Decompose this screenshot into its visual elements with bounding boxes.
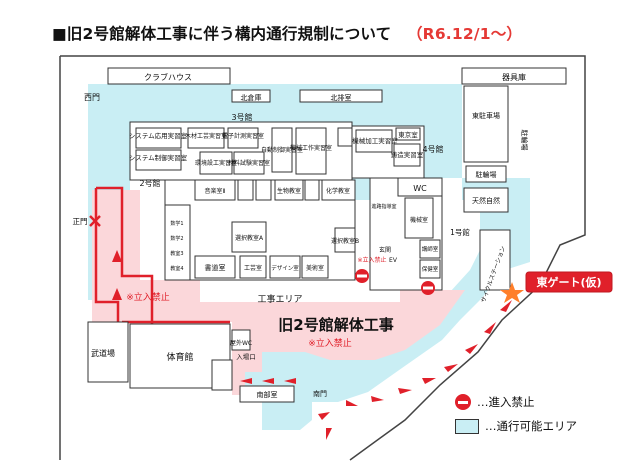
label-demolition: 旧2号館解体工事: [278, 316, 393, 334]
label-shunin: 講師室: [422, 245, 439, 253]
label-kyoiku: 進路指導室: [371, 203, 396, 210]
label-club-house: クラブハウス: [144, 72, 192, 82]
label-denki: 電子計測実習室: [222, 132, 264, 140]
label-hoken: 保健室: [422, 265, 439, 273]
passable-top-strip: [88, 84, 460, 98]
label-restricted-2: ※立入禁止: [308, 337, 352, 349]
label-kogei: 工芸室: [244, 264, 262, 272]
label-bldg4: 4号館: [422, 144, 443, 154]
label-taiikukan: 体育館: [166, 351, 193, 363]
gym-area: [87, 321, 295, 403]
label-ongaku2: 音楽室Ⅱ: [205, 187, 226, 195]
title-main: ■旧2号館解体工事に伴う構内通行規制について: [52, 25, 392, 43]
east-gate-star-icon: [500, 282, 524, 303]
east-buildings: [463, 85, 511, 291]
label-kankyo: 環境設工実習室: [195, 159, 237, 167]
access-route-arrows: [112, 250, 512, 440]
gate-closed-icon: [89, 215, 101, 227]
building-4: [351, 125, 425, 179]
label-design: デザイン室: [271, 264, 299, 272]
label-restricted-3: ※立入禁止: [357, 256, 386, 264]
building-2: [164, 179, 356, 281]
label-bldg2: 2号館: [139, 178, 160, 188]
label-kikai1: 機械工作実習室: [290, 144, 332, 152]
label-chushajo: 駐輪場: [476, 170, 497, 179]
campus-boundary: [59, 55, 586, 461]
label-kagaku: 化学教室: [326, 187, 350, 195]
no-entry-icon: [355, 269, 369, 283]
label-budojo: 武道場: [91, 348, 115, 358]
label-ondo: 自動制御実習室: [261, 146, 303, 154]
label-seibutsu: 生物教室: [277, 187, 301, 195]
legend-passable-label: …通行可能エリア: [485, 419, 577, 433]
label-mokko: 木材工芸実習室: [185, 132, 227, 140]
label-zairyo: 材料試験実習室: [228, 159, 270, 167]
no-entry-icon: [455, 394, 471, 410]
label-gate-main: 正門: [73, 217, 88, 226]
label-gate-west: 西門: [84, 93, 100, 102]
legend-passable: …通行可能エリア: [455, 416, 635, 436]
label-hokuso: 北倉庫: [241, 93, 262, 102]
label-hokuhai: 北排室: [331, 93, 352, 102]
label-ky1: 数学1: [170, 220, 183, 227]
label-system-b: システム制御実習室: [129, 153, 188, 162]
label-sentaku-b: 選択教室B: [331, 237, 359, 245]
legend-no-entry-label: …進入禁止: [477, 395, 535, 409]
label-wc-bath: WC: [413, 184, 427, 193]
label-bldg3: 3号館: [231, 112, 252, 122]
map-legend: …進入禁止 …通行可能エリア: [455, 392, 635, 440]
label-north-storage: 器具庫: [502, 72, 526, 82]
label-chuzo: 鋳造実習室: [391, 150, 424, 159]
label-ev: EV: [389, 257, 398, 264]
label-bldg1: 1号館: [450, 227, 470, 237]
label-ky3: 教室3: [170, 250, 183, 257]
label-bijutsu: 美術室: [306, 264, 324, 272]
building-3: [129, 121, 353, 181]
label-ky2: 数学2: [170, 235, 183, 242]
label-east-gate: 東ゲート(仮): [536, 275, 601, 289]
label-restricted-1: ※立入禁止: [126, 291, 170, 303]
building-1: [369, 177, 443, 291]
page-title: ■旧2号館解体工事に伴う構内通行規制について （R6.12/1～）: [52, 22, 522, 44]
passable-swatch-icon: [455, 418, 479, 434]
label-chusha2: 駐輪場: [520, 130, 529, 151]
label-kikaishitsu: 機械室: [410, 216, 428, 224]
label-shosho: 書道室: [205, 263, 226, 272]
north-buildings: [107, 67, 567, 103]
label-system-a: システム応用実習室: [129, 131, 188, 140]
demolition-zone: [92, 190, 465, 395]
label-ky4: 教室4: [170, 265, 183, 272]
label-wc-small: 屋外WC: [230, 339, 252, 347]
label-tokyo: 東京室: [398, 130, 418, 139]
label-sentaku-a: 選択教室A: [235, 234, 264, 242]
label-east-bldg: 東駐車場: [472, 111, 500, 120]
no-entry-icon: [421, 281, 435, 295]
label-work-area: 工事エリア: [257, 293, 302, 305]
label-kikai2: 機械加工実習室: [352, 136, 398, 145]
label-nyujo: 入場口: [236, 352, 256, 361]
label-gate-south: 南門: [313, 389, 327, 398]
legend-no-entry: …進入禁止: [455, 392, 635, 412]
title-date: （R6.12/1～）: [406, 25, 523, 43]
label-genkan: 玄関: [379, 246, 391, 254]
restricted-route-lines: [94, 186, 230, 348]
label-tenkatsu: 天然自然: [472, 196, 500, 205]
label-nanbu: 南部室: [257, 390, 278, 399]
